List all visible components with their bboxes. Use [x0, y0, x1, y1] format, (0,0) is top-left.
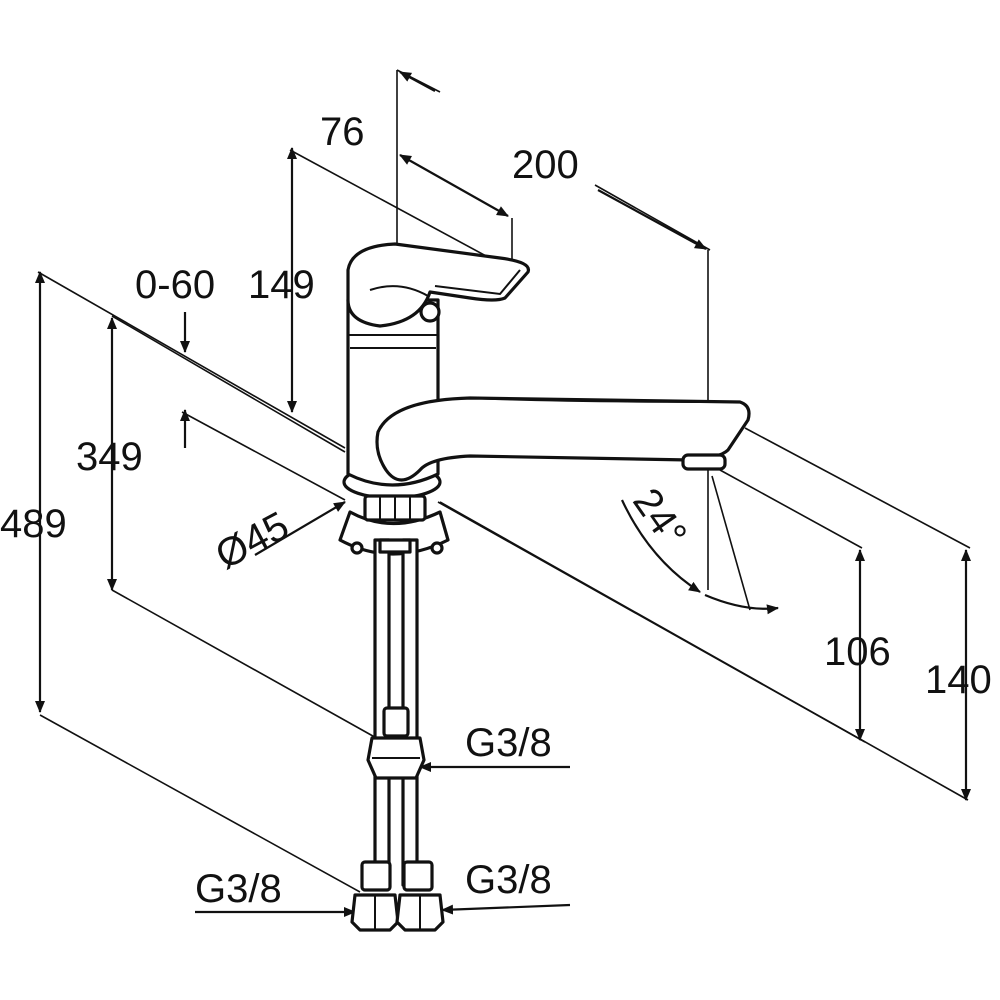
- dim-349-label: 349: [76, 435, 143, 479]
- dimension-lines: [35, 71, 971, 917]
- dim-200-label: 200: [512, 143, 579, 187]
- faucet-body: [338, 242, 751, 556]
- dim-106-label: 106: [824, 630, 891, 674]
- supply-hoses: [350, 538, 445, 932]
- thread-right-label: G3/8: [465, 858, 552, 902]
- dim-140-label: 140: [925, 658, 992, 702]
- dim-diameter-45-label: Ø45: [209, 504, 296, 578]
- dim-76-label: 76: [320, 110, 365, 154]
- dim-149-label: 149: [248, 263, 315, 307]
- dimension-labels: 76 200 149 0-60 349 489 Ø45 24° 106 140 …: [0, 110, 992, 911]
- dim-489-label: 489: [0, 502, 67, 546]
- thread-left-label: G3/8: [195, 867, 282, 911]
- dim-angle-24-label: 24°: [624, 481, 695, 556]
- extension-lines: [37, 69, 971, 893]
- dim-0-60-label: 0-60: [135, 263, 215, 307]
- thread-upper-label: G3/8: [465, 721, 552, 765]
